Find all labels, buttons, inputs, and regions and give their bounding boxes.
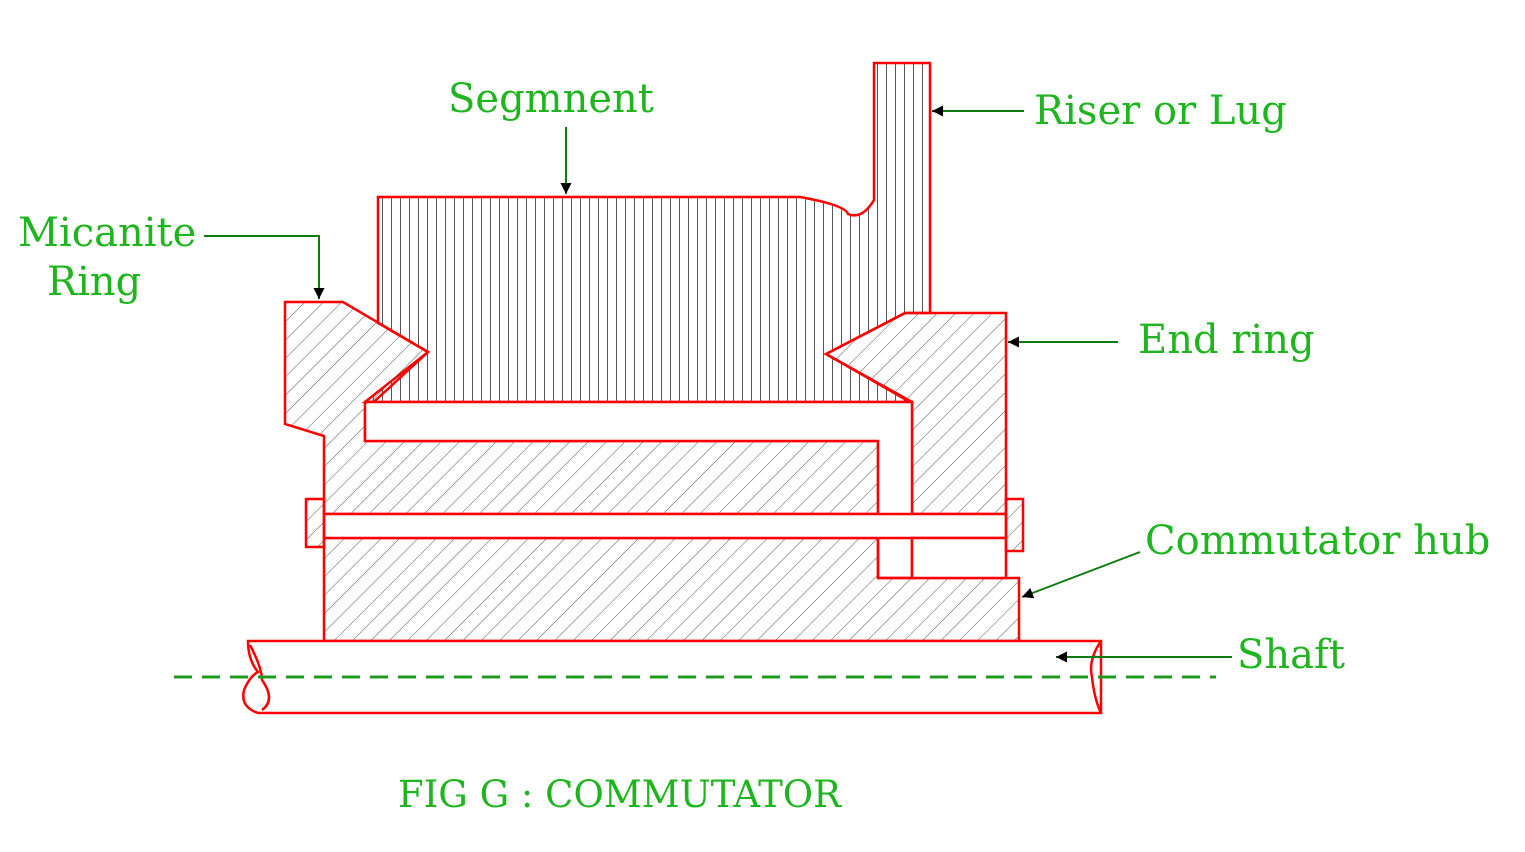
micanite-leader xyxy=(204,235,325,299)
micanite-label-line2: Ring xyxy=(47,259,141,305)
shaft-label: Shaft xyxy=(1237,632,1345,678)
segment-label: Segmnent xyxy=(448,76,654,122)
right-nut xyxy=(1004,497,1025,553)
shaft-shape xyxy=(242,639,1103,715)
bolt-sleeve-right xyxy=(910,536,1008,580)
clamping-bolt xyxy=(322,512,1008,540)
riser-label: Riser or Lug xyxy=(1034,88,1287,134)
shaft-right-break xyxy=(1089,640,1103,714)
left-nut xyxy=(304,497,326,549)
micanite-label-line1: Micanite xyxy=(18,210,196,256)
commutator-hub-label: Commutator hub xyxy=(1145,518,1490,564)
shaft-left-break xyxy=(248,644,271,712)
figure-caption: FIG G : COMMUTATOR xyxy=(398,773,842,816)
commutator-hub-leader xyxy=(1021,551,1141,599)
end-ring-label: End ring xyxy=(1138,317,1315,363)
